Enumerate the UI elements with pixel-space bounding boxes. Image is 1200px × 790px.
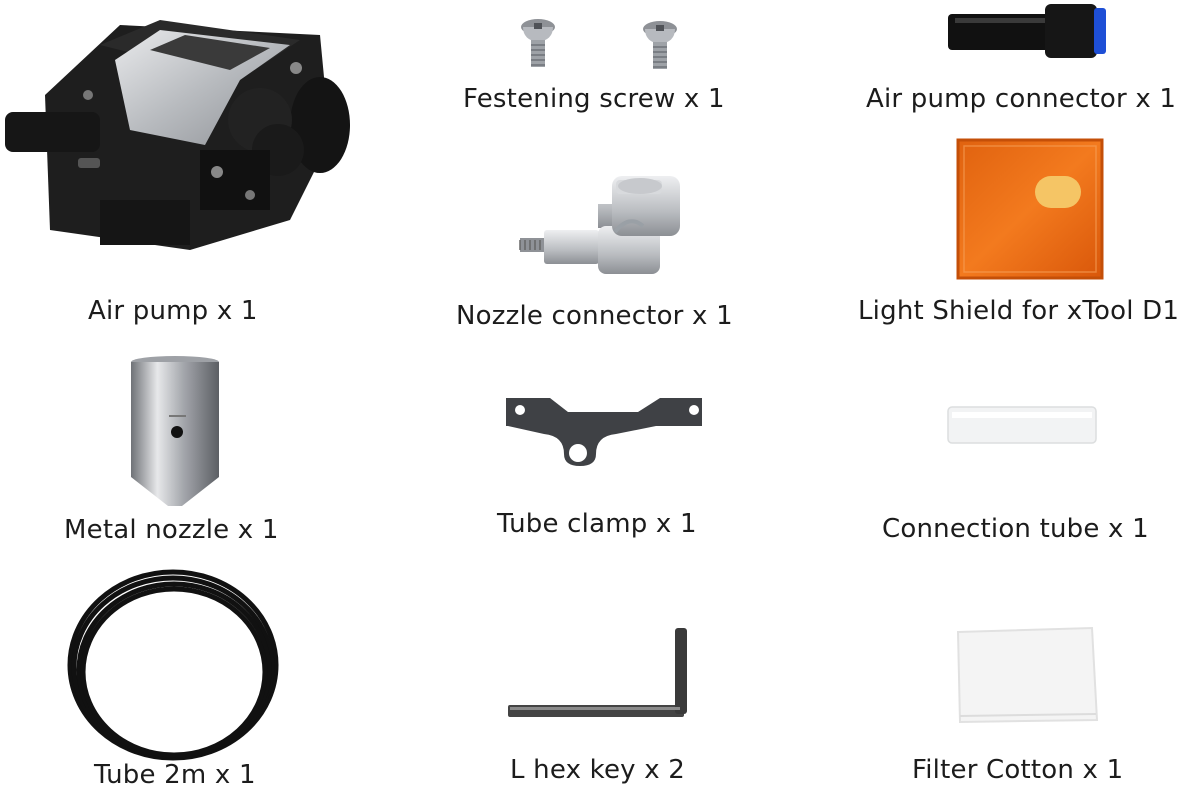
item-label: Connection tube x 1 [882, 514, 1149, 544]
air-pump-icon [5, 20, 350, 250]
item-label: Light Shield for xTool D1 [858, 296, 1180, 326]
item-label: Metal nozzle x 1 [64, 515, 279, 545]
item-label: Air pump connector x 1 [866, 84, 1177, 114]
item-label: Tube 2m x 1 [94, 760, 256, 790]
air-connector-icon [948, 4, 1106, 58]
item-label: Tube clamp x 1 [497, 509, 697, 539]
tube-clamp-icon [506, 398, 702, 466]
connection-tube-icon [947, 406, 1097, 444]
item-label: Festening screw x 1 [463, 84, 725, 114]
light-shield-icon [956, 138, 1104, 280]
item-label: L hex key x 2 [510, 755, 685, 785]
item-label: Air pump x 1 [88, 296, 258, 326]
elbow-connector-icon [519, 176, 680, 274]
screw-icon [521, 19, 677, 69]
metal-nozzle-icon [131, 356, 219, 506]
item-label: Nozzle connector x 1 [456, 301, 733, 331]
item-label: Filter Cotton x 1 [912, 755, 1124, 785]
